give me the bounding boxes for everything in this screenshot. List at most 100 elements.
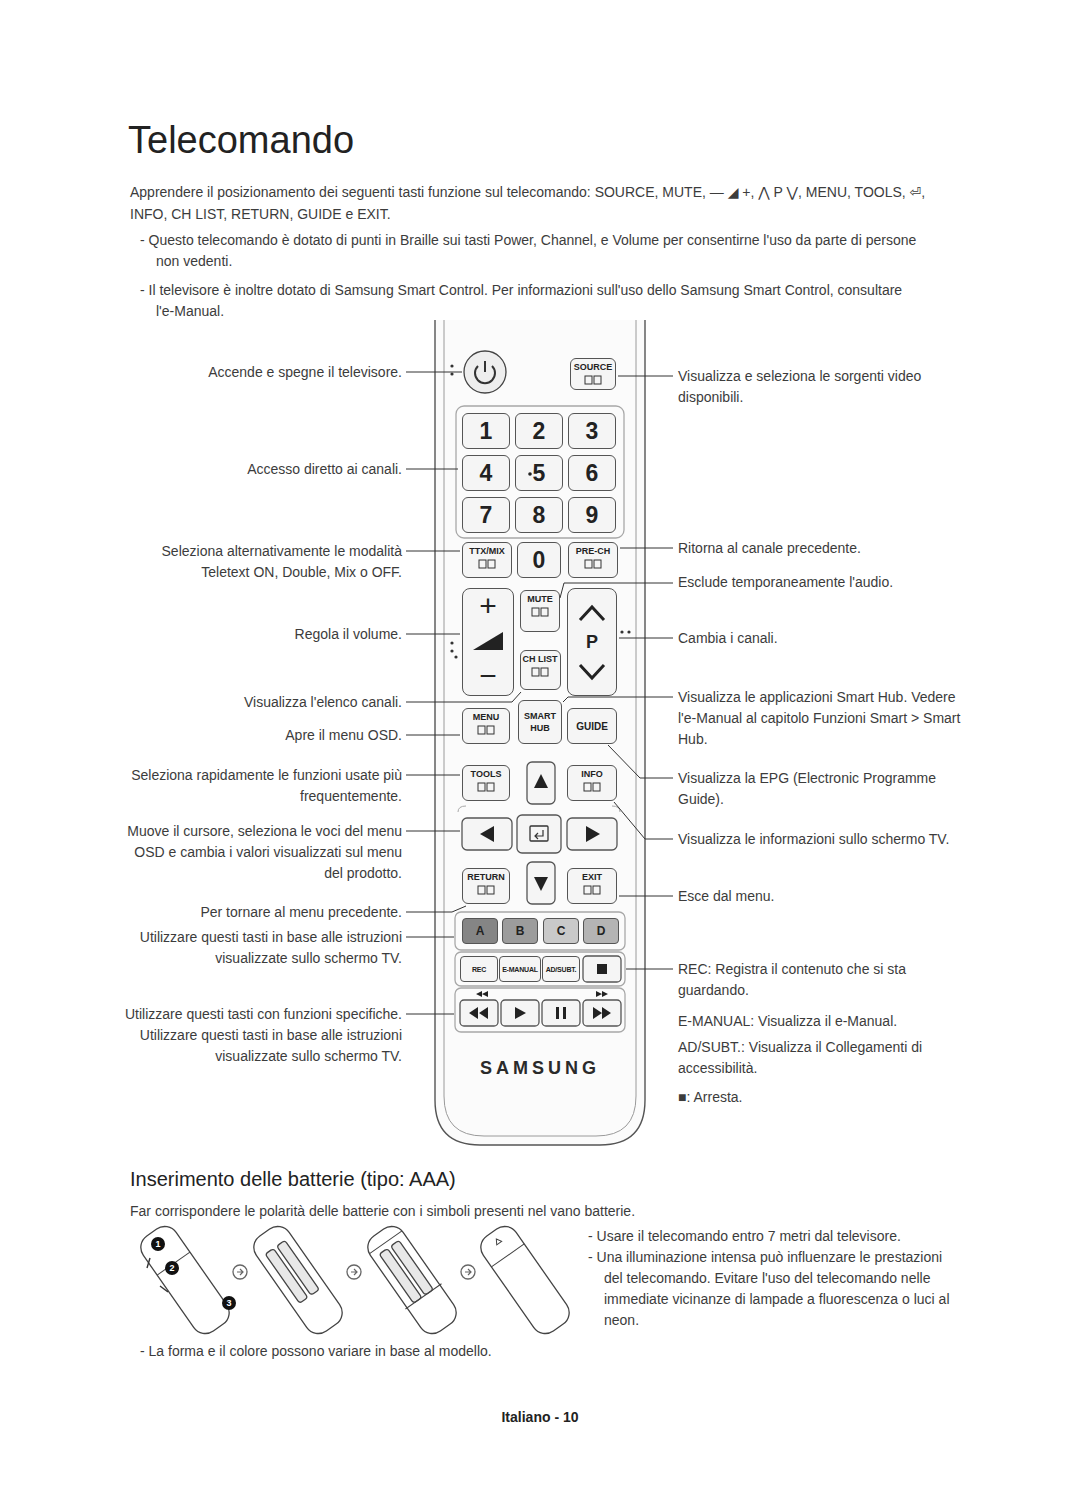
callout-text: Regola il volume. xyxy=(122,624,402,645)
leader-line xyxy=(406,551,460,552)
button-label: C xyxy=(557,924,566,938)
callout-text: Visualizza l'elenco canali. xyxy=(122,692,402,713)
nav-frame xyxy=(458,806,620,812)
icon-part xyxy=(594,560,601,568)
power-button xyxy=(464,351,506,393)
function-button: AD/SUBT. xyxy=(542,956,580,982)
number-button: 1 xyxy=(462,413,510,449)
step-arrow-icon xyxy=(465,1269,471,1275)
leader-line xyxy=(406,469,458,470)
stop-button xyxy=(583,956,621,982)
button-label: MENU xyxy=(473,712,500,723)
step-arrow xyxy=(233,1265,247,1279)
step-arrow xyxy=(347,1265,361,1279)
remote-outline xyxy=(435,320,645,1145)
remote-button: SOURCE xyxy=(570,358,616,390)
braille-dot xyxy=(454,655,457,658)
guide-button: GUIDE xyxy=(567,708,617,744)
callout-text: Visualizza e seleziona le sorgenti video… xyxy=(678,366,963,408)
function-button: E-MANUAL xyxy=(499,956,541,982)
leader-line xyxy=(406,831,460,832)
leader-line xyxy=(619,638,673,639)
page-footer: Italiano - 10 xyxy=(440,1407,640,1428)
leader-line xyxy=(608,745,673,778)
leader-line xyxy=(626,969,673,970)
button-label: SOURCE xyxy=(574,362,613,373)
stop-icon xyxy=(597,964,607,974)
leader-line xyxy=(406,1014,454,1015)
button-label: TTX/MIX xyxy=(469,546,505,557)
callout-text: Esce dal menu. xyxy=(678,886,963,907)
arrow-icon xyxy=(534,774,548,788)
number-button: 8 xyxy=(515,497,563,533)
button-label: MUTE xyxy=(527,594,553,605)
remote-button: EXIT xyxy=(567,868,617,904)
icon-part xyxy=(532,668,539,676)
icon-part xyxy=(479,560,486,568)
playback-button xyxy=(460,1000,498,1026)
skip-forward-icon xyxy=(596,991,610,997)
remote-body: SAMSUNGSOURCE123456789TTX/MIX0PRE-CH+−MU… xyxy=(435,320,645,1145)
button-icon xyxy=(531,667,549,678)
button-icon xyxy=(477,725,495,736)
icon-part xyxy=(585,560,592,568)
keypad-frame xyxy=(456,406,624,538)
pause-icon xyxy=(556,1007,566,1019)
cover-line xyxy=(480,1228,524,1267)
callout-text: Seleziona alternativamente le modalità T… xyxy=(122,541,402,583)
callout-text: Apre il menu OSD. xyxy=(122,725,402,746)
button-label: − xyxy=(479,661,497,691)
nav-up-button xyxy=(527,762,555,804)
button-label: AD/SUBT. xyxy=(546,966,577,973)
button-label: 5 xyxy=(533,460,546,486)
color-button: A xyxy=(462,918,498,944)
button-label: 7 xyxy=(480,502,493,528)
icon-part xyxy=(478,886,485,894)
remote-rim xyxy=(444,320,636,1136)
callout-text: REC: Registra il contenuto che si sta gu… xyxy=(678,959,963,1001)
button-icon xyxy=(477,885,495,896)
color-key-frame xyxy=(455,912,625,950)
remote-button: MUTE xyxy=(520,590,560,632)
battery-illustration xyxy=(135,1220,574,1340)
leader-line xyxy=(563,697,673,702)
button-label: 8 xyxy=(533,502,546,528)
braille-dot xyxy=(528,472,532,476)
button-label: 3 xyxy=(226,1298,231,1308)
arrow-icon xyxy=(480,826,494,842)
button-label: CH LIST xyxy=(523,654,558,665)
remote-back xyxy=(248,1221,347,1339)
leader-line xyxy=(406,372,462,373)
chevron-down xyxy=(577,661,607,683)
icon-part xyxy=(585,376,592,384)
leader-line xyxy=(618,376,673,377)
callout-text: Per tornare al menu precedente. xyxy=(122,902,402,923)
step-number: 1 xyxy=(151,1237,165,1251)
channel-rocker: P xyxy=(567,588,617,696)
note-bullet: - Questo telecomando è dotato di punti i… xyxy=(140,230,920,272)
function-button: REC xyxy=(460,956,498,982)
callout-text: Esclude temporaneamente l'audio. xyxy=(678,572,963,593)
button-icon xyxy=(584,559,602,570)
icon-part xyxy=(487,783,494,791)
button-label: P xyxy=(586,632,598,653)
callout-text: Visualizza la EPG (Electronic Programme … xyxy=(678,768,963,810)
icon-part xyxy=(584,783,591,791)
braille-dot xyxy=(450,364,453,367)
number-button: 7 xyxy=(462,497,510,533)
intro-text: Apprendere il posizionamento dei seguent… xyxy=(130,181,930,225)
button-label: 0 xyxy=(533,547,546,573)
button-label: D xyxy=(597,924,606,938)
remote-button: INFO xyxy=(567,765,617,801)
leader-line xyxy=(406,634,460,635)
button-label: E-MANUAL xyxy=(502,966,538,973)
icon-part xyxy=(478,726,485,734)
remote-back xyxy=(135,1221,234,1339)
step-number: 3 xyxy=(222,1296,236,1310)
step-number: 2 xyxy=(165,1261,179,1275)
icon-part xyxy=(541,608,548,616)
nav-right-button xyxy=(567,818,617,850)
button-label: PRE-CH xyxy=(576,546,611,557)
braille-dot xyxy=(450,649,453,652)
